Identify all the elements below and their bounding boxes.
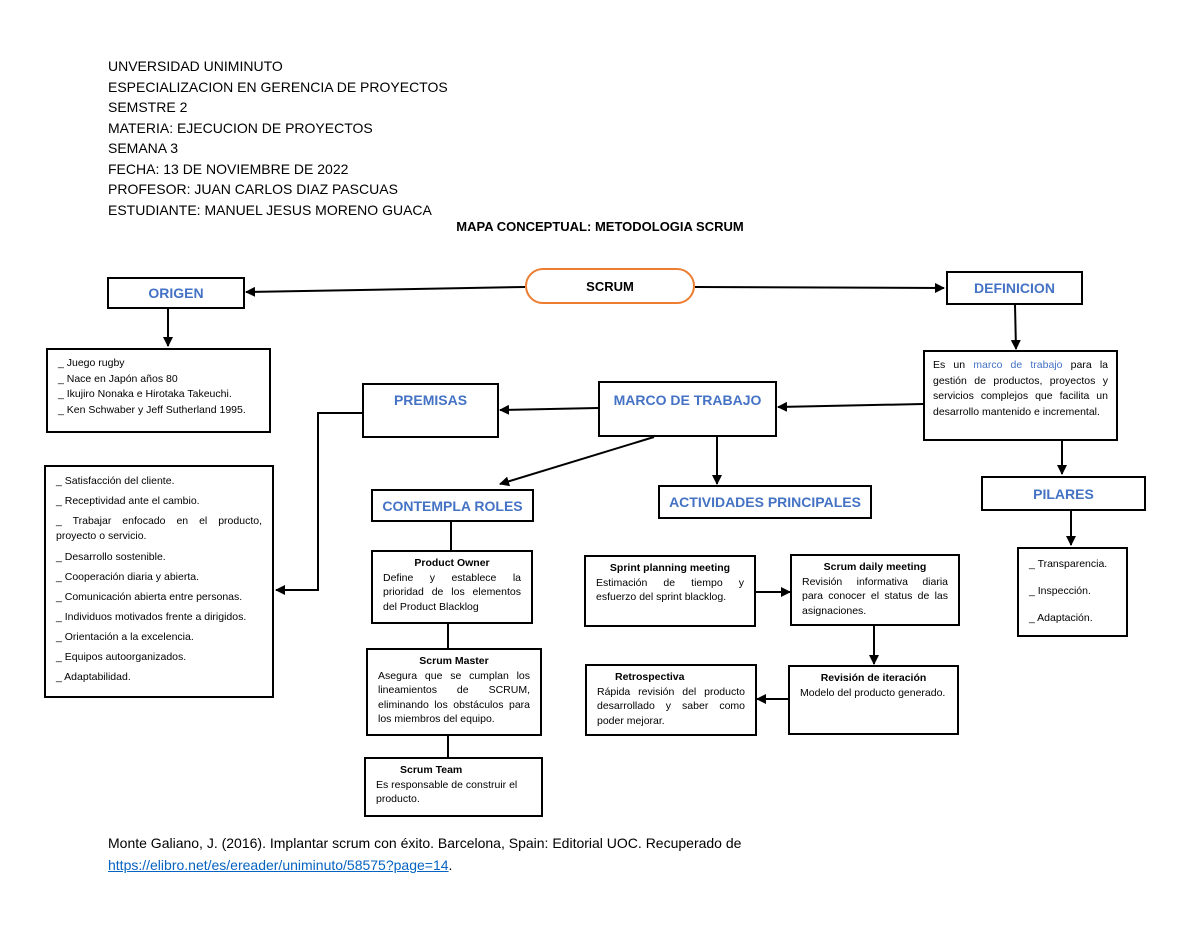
role-description: Define y establece la prioridad de los e… [383, 571, 521, 613]
activity-description: Revisión informativa diaria para conocer… [802, 575, 948, 617]
header-line-student: ESTUDIANTE: MANUEL JESUS MORENO GUACA [108, 201, 432, 218]
premisas-list: _ Satisfacción del cliente. _ Receptivid… [44, 465, 274, 698]
pilares-list: _ Transparencia. _ Inspección. _ Adaptac… [1017, 547, 1128, 637]
definicion-text-start: Es un [933, 359, 974, 371]
node-marco-label: MARCO DE TRABAJO [613, 392, 762, 408]
node-premisas-label: PREMISAS [393, 392, 468, 408]
map-title: MAPA CONCEPTUAL: METODOLOGIA SCRUM [456, 219, 744, 234]
node-pilares: PILARES [981, 476, 1146, 511]
activity-title: Scrum daily meeting [823, 561, 927, 573]
node-premisas: PREMISAS [362, 383, 499, 438]
role-scrum-team: Scrum Team Es responsable de construir e… [364, 757, 543, 817]
arrow-definicion-text [1010, 304, 1021, 350]
list-item: _ Orientación a la excelencia. [56, 631, 194, 643]
role-description: Es responsable de construir el producto. [376, 778, 518, 806]
node-definicion: DEFINICION [946, 271, 1083, 305]
node-origen-label: ORIGEN [148, 285, 204, 301]
activity-description: Estimación de tiempo y esfuerzo del spri… [596, 576, 744, 604]
activity-retrospectiva: Retrospectiva Rápida revisión del produc… [585, 664, 757, 736]
list-item: _ Ikujiro Nonaka e Hirotaka Takeuchi. [58, 388, 232, 400]
list-item: _ Inspección. [1029, 585, 1091, 597]
activity-title: Retrospectiva [615, 671, 685, 683]
role-product-owner: Product Owner Define y establece la prio… [371, 550, 533, 624]
node-scrum: SCRUM [525, 268, 695, 304]
definicion-highlight: marco de trabajo [973, 359, 1063, 371]
activity-scrum-daily: Scrum daily meeting Revisión informativa… [790, 554, 960, 626]
node-marco-de-trabajo: MARCO DE TRABAJO [598, 381, 777, 437]
node-actividades-principales: ACTIVIDADES PRINCIPALES [658, 485, 872, 519]
node-contempla-roles: CONTEMPLA ROLES [371, 489, 534, 522]
role-description: Asegura que se cumplan los lineamientos … [378, 669, 530, 726]
node-definicion-label: DEFINICION [974, 280, 1055, 296]
reference-tail: . [448, 857, 453, 873]
activity-sprint-planning: Sprint planning meeting Estimación de ti… [584, 555, 756, 627]
document-header: UNVERSIDAD UNIMINUTO ESPECIALIZACION EN … [108, 56, 448, 220]
role-title: Scrum Team [400, 764, 463, 776]
node-roles-label: CONTEMPLA ROLES [382, 497, 523, 514]
list-item: _ Cooperación diaria y abierta. [56, 571, 200, 583]
definicion-text: Es un marco de trabajo para la gestión d… [923, 350, 1118, 441]
node-actividades-label: ACTIVIDADES PRINCIPALES [669, 494, 861, 510]
activity-revision-iteracion: Revisión de iteración Modelo del product… [788, 665, 959, 735]
header-line-program: ESPECIALIZACION EN GERENCIA DE PROYECTOS [108, 78, 448, 95]
role-title: Product Owner [414, 557, 490, 569]
header-line-semester: SEMSTRE 2 [108, 99, 188, 115]
reference-link[interactable]: https://elibro.net/es/ereader/uniminuto/… [108, 857, 449, 873]
list-item: _ Transparencia. [1029, 558, 1108, 570]
header-line-university: UNVERSIDAD UNIMINUTO [108, 58, 283, 74]
role-scrum-master: Scrum Master Asegura que se cumplan los … [366, 648, 542, 736]
header-line-professor: PROFESOR: JUAN CARLOS DIAZ PASCUAS [108, 181, 398, 197]
header-line-date: FECHA: 13 DE NOVIEMBRE DE 2022 [108, 160, 349, 177]
list-item: _ Desarrollo sostenible. [56, 551, 166, 563]
role-title: Scrum Master [419, 655, 489, 667]
list-item: _ Equipos autoorganizados. [56, 651, 187, 663]
list-item: _ Receptividad ante el cambio. [56, 495, 200, 507]
header-line-week: SEMANA 3 [108, 140, 179, 156]
list-item: _ Individuos motivados frente a dirigido… [56, 611, 247, 623]
list-item: _ Comunicación abierta entre personas. [56, 591, 243, 603]
list-item: _ Adaptación. [1029, 612, 1093, 624]
node-origen: ORIGEN [107, 277, 245, 309]
list-item: _ Adaptabilidad. [56, 671, 131, 683]
activity-description: Modelo del producto generado. [800, 686, 946, 699]
header-line-subject: MATERIA: EJECUCION DE PROYECTOS [108, 119, 373, 136]
definicion-text-end: para la gestión de productos, proyectos … [933, 359, 1108, 418]
reference: Monte Galiano, J. (2016). Implantar scru… [108, 832, 741, 876]
origen-list: _ Juego rugby _ Nace en Japón años 80 _ … [46, 348, 271, 433]
reference-text: Monte Galiano, J. (2016). Implantar scru… [108, 835, 742, 851]
list-item: _ Nace en Japón años 80 [58, 372, 178, 385]
activity-title: Revisión de iteración [820, 672, 927, 684]
list-item: _ Trabajar enfocado en el producto, proy… [56, 515, 262, 542]
node-scrum-label: SCRUM [586, 278, 634, 294]
activity-description: Rápida revisión del producto desarrollad… [597, 685, 745, 727]
arrow-scrum-definicion [694, 282, 945, 293]
arrow-premisas-items [275, 412, 362, 595]
arrow-marco-premisas [499, 404, 599, 415]
node-pilares-label: PILARES [1033, 485, 1094, 502]
arrow-marco-roles [499, 436, 655, 487]
list-item: _ Satisfacción del cliente. [56, 475, 175, 487]
list-item: _ Ken Schwaber y Jeff Sutherland 1995. [58, 403, 246, 416]
arrow-scrum-origen [245, 286, 526, 297]
arrow-definicion-marco [777, 401, 924, 412]
activity-title: Sprint planning meeting [609, 562, 731, 574]
list-item: _ Juego rugby [58, 357, 125, 369]
